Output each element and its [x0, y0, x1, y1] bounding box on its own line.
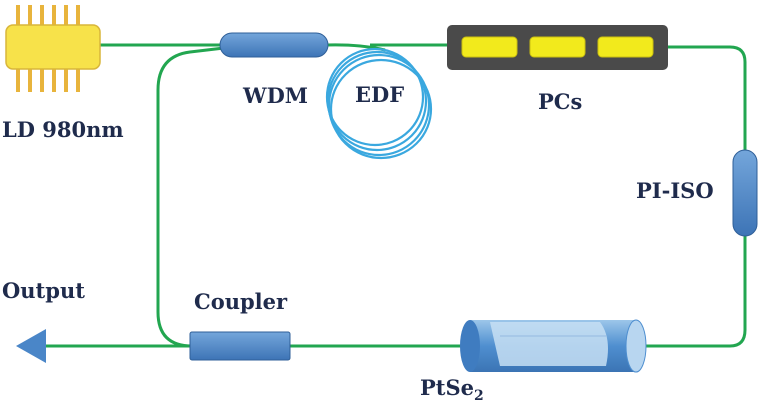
ptse2-label-sub: 2 — [474, 388, 484, 404]
isolator-label: PI-ISO — [636, 178, 714, 203]
coupler-label: Coupler — [194, 289, 288, 314]
ptse2-absorber — [460, 319, 647, 373]
fiber-right-top — [665, 45, 747, 150]
absorber-window — [490, 322, 608, 366]
output-arrow-icon — [16, 329, 46, 363]
edf-coil — [325, 47, 433, 160]
laser-label: LD 980nm — [2, 117, 124, 142]
absorber-left-cap — [460, 320, 480, 372]
wdm-label: WDM — [242, 83, 308, 108]
laser-diode-chip — [5, 5, 101, 92]
pc-plate-1 — [461, 36, 518, 58]
absorber-right-cap — [625, 319, 647, 373]
pcs-label: PCs — [538, 89, 582, 114]
fiber-right-bottom — [640, 236, 747, 348]
ptse2-label: PtSe2 — [420, 375, 484, 404]
wdm-component — [219, 32, 329, 58]
ptse2-label-base: PtSe — [420, 375, 474, 400]
isolator-component — [732, 149, 758, 237]
pc-plate-2 — [529, 36, 586, 58]
pc-plate-3 — [597, 36, 654, 58]
polarization-controllers — [447, 25, 668, 70]
fiber-left-loop — [156, 46, 225, 348]
edf-label: EDF — [355, 82, 404, 107]
output-label: Output — [2, 278, 85, 303]
coupler-component — [189, 331, 291, 361]
laser-body — [5, 24, 101, 70]
